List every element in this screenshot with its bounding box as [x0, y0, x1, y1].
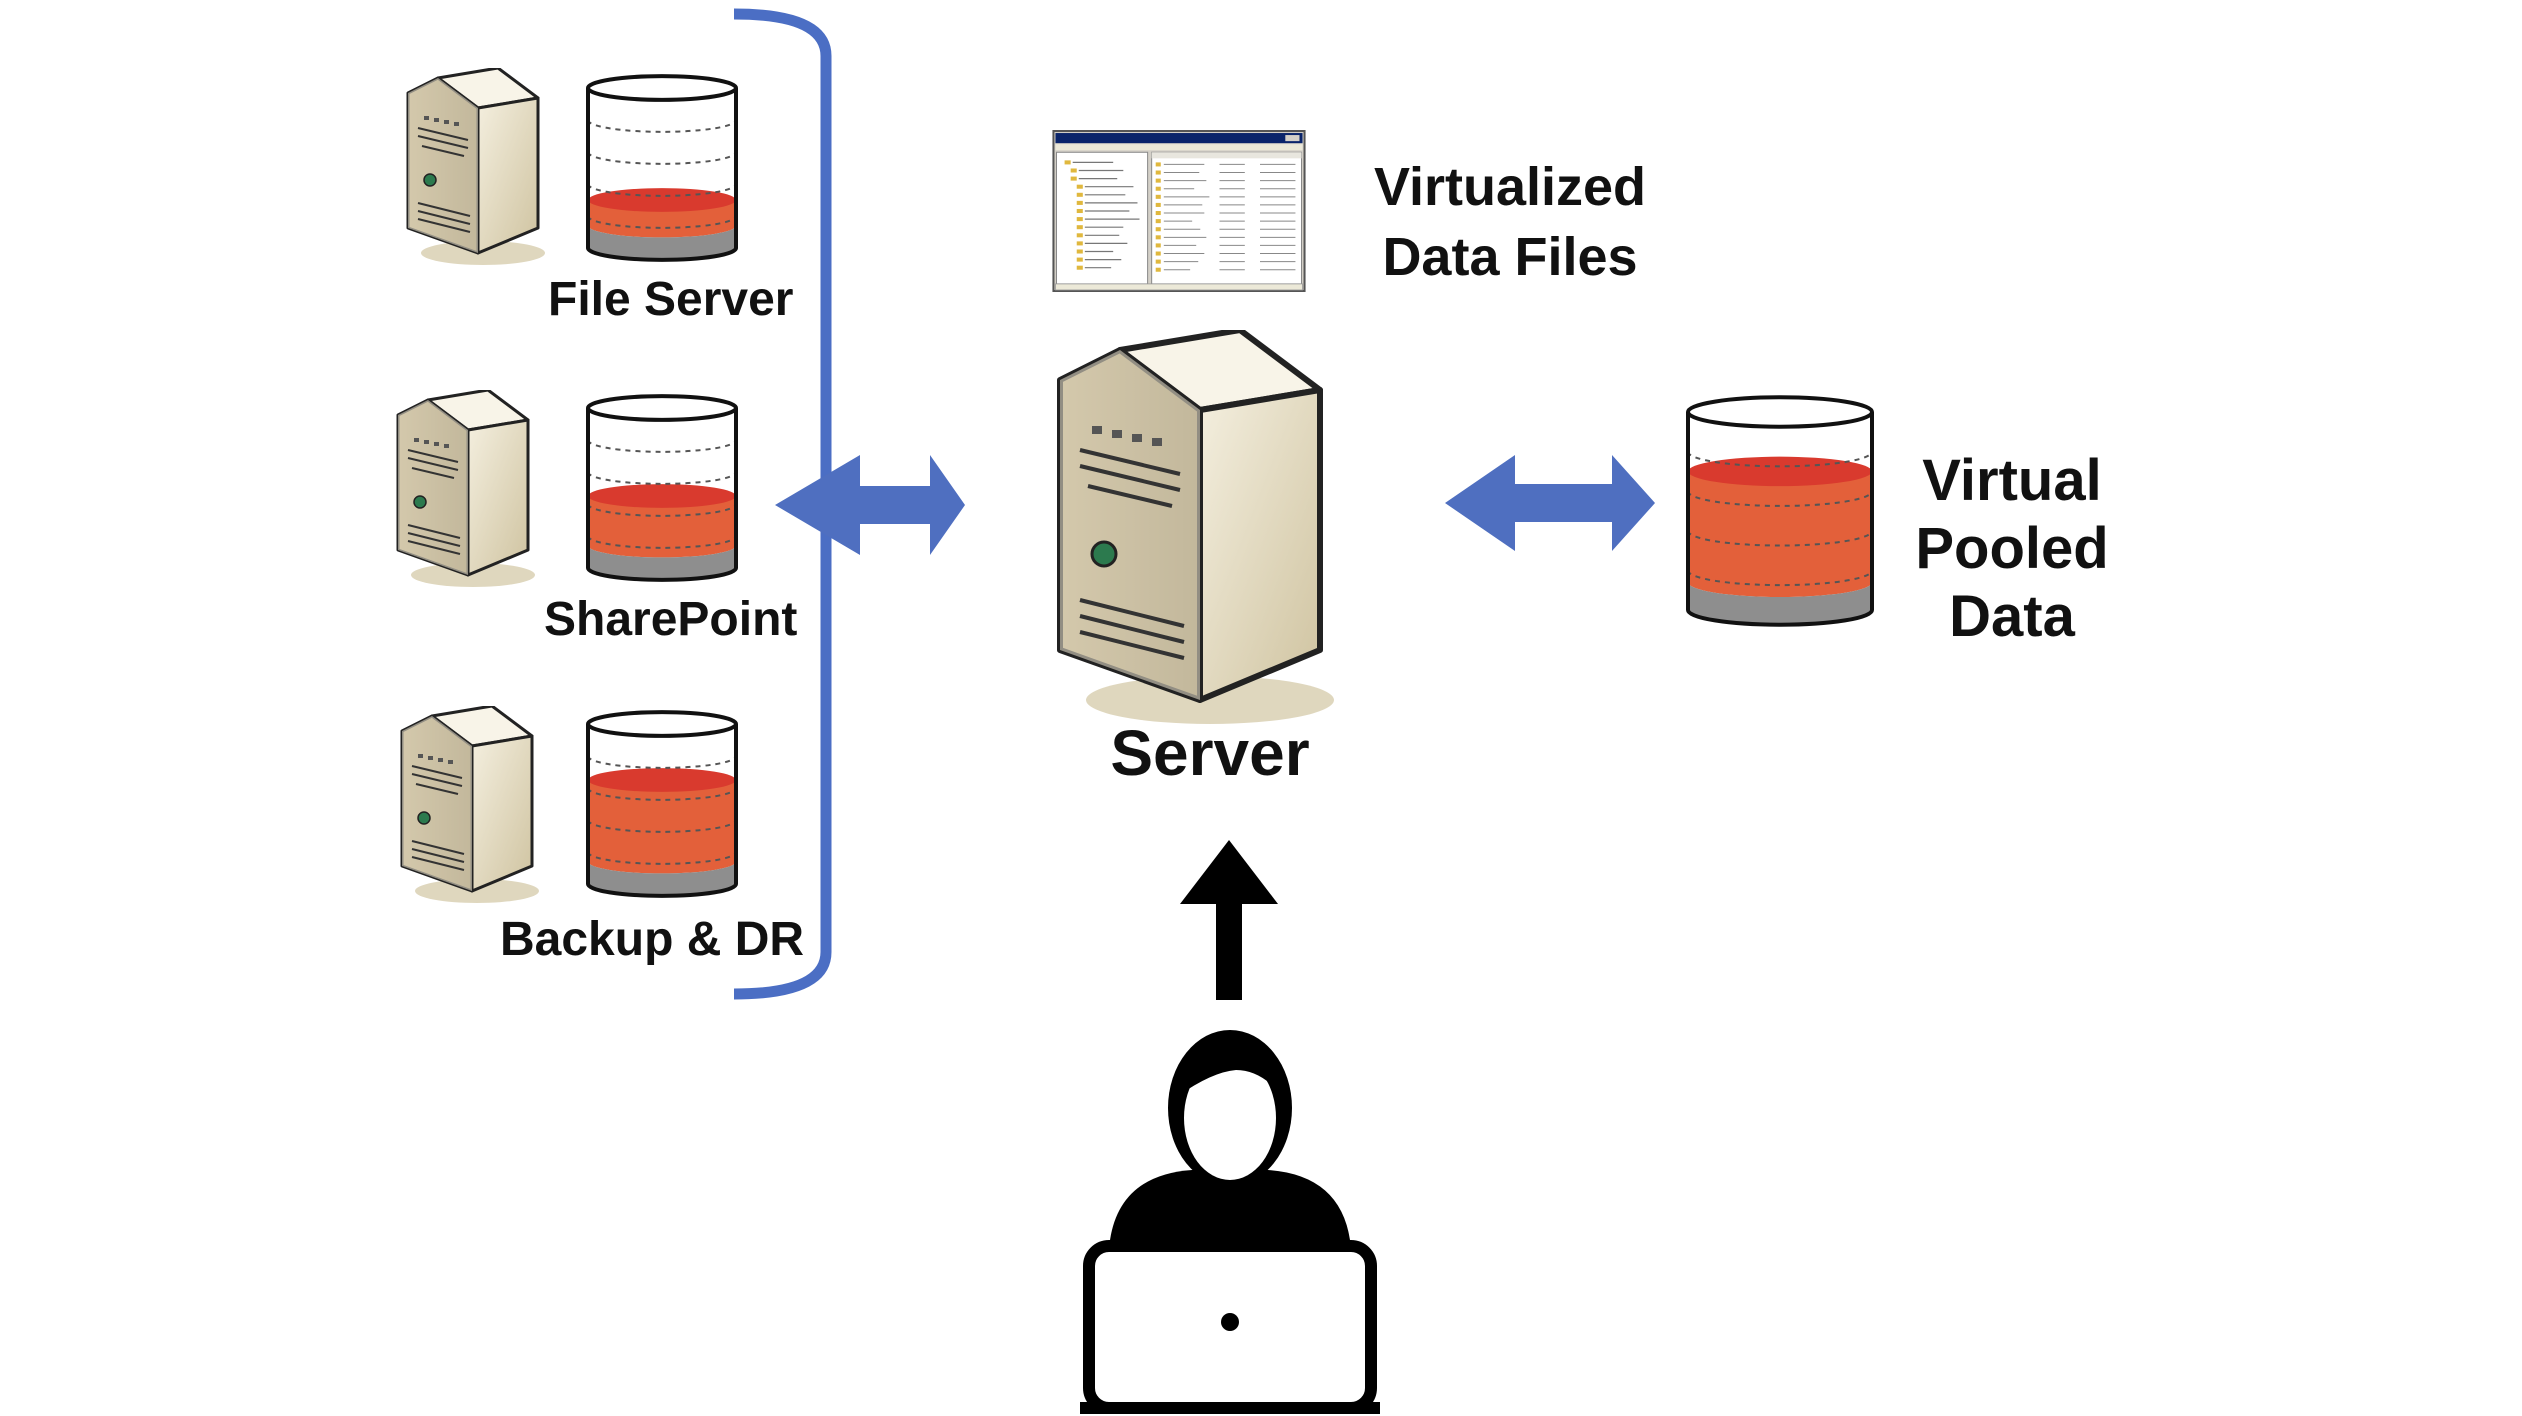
- user-laptop-icon: [1010, 1000, 1450, 1416]
- user-to-server-arrow: [1180, 840, 1278, 1005]
- virtualized-files-label-line1: Virtualized: [1374, 157, 1646, 217]
- file-server-server-icon: [406, 68, 547, 267]
- server-pool-double-arrow: [1445, 455, 1655, 551]
- virtual-pool-label-line2: Pooled: [1915, 516, 2108, 581]
- server-label: Server: [1110, 717, 1309, 789]
- file-server-layer-line: [587, 215, 737, 229]
- virtual-pool-data-surface: [1688, 456, 1872, 487]
- virtual-pool-layer-line: [1687, 451, 1873, 468]
- sharepoint-layer-line: [587, 471, 737, 485]
- backup-dr-layer-line: [587, 755, 737, 769]
- file-server-layer-line: [587, 183, 737, 197]
- backup-dr-layer-line: [587, 819, 737, 833]
- sharepoint-data-surface: [588, 484, 736, 508]
- sharepoint-storage-icon: [586, 394, 738, 582]
- backup-dr-layer-line: [587, 851, 737, 865]
- sharepoint-lid: [586, 394, 738, 422]
- virtual-pool-layer-line: [1687, 530, 1873, 547]
- backup-dr-layer-line: [587, 787, 737, 801]
- file-server-outline: [586, 88, 738, 262]
- virtual-pool-data-fill: [1688, 471, 1872, 598]
- file-server-base: [588, 225, 736, 260]
- virtual-pool-label-line1: Virtual: [1922, 448, 2101, 513]
- virtualized-files-window-icon: [1052, 130, 1306, 292]
- virtualized-files-label-line2: Data Files: [1382, 227, 1637, 287]
- file-server-label: File Server: [548, 273, 793, 326]
- file-server-layer-line: [587, 151, 737, 165]
- virtual-pool-outline: [1686, 412, 1874, 627]
- sharepoint-base: [588, 545, 736, 580]
- backup-dr-storage-icon: [586, 710, 738, 898]
- sharepoint-layer-line: [587, 439, 737, 453]
- virtual-pool-lid: [1686, 395, 1874, 429]
- backup-dr-base: [588, 861, 736, 896]
- virtual-pool-layer-line: [1687, 490, 1873, 507]
- file-server-storage-icon: [586, 74, 738, 262]
- backup-dr-lid: [586, 710, 738, 738]
- backup-dr-data-surface: [588, 768, 736, 792]
- sharepoint-label: SharePoint: [544, 593, 797, 646]
- sources-server-double-arrow: [775, 455, 965, 555]
- backup-dr-label: Backup & DR: [500, 913, 804, 966]
- file-server-lid: [586, 74, 738, 102]
- backup-dr-server-icon: [400, 706, 541, 905]
- file-server-layer-line: [587, 119, 737, 133]
- sharepoint-data-fill: [588, 496, 736, 558]
- virtual-pool-base: [1688, 582, 1872, 625]
- virtual-pool-layer-line: [1687, 570, 1873, 587]
- sharepoint-layer-line: [587, 535, 737, 549]
- sharepoint-outline: [586, 408, 738, 582]
- central-server-icon: [1060, 330, 1334, 724]
- sharepoint-server-icon: [396, 390, 537, 589]
- backup-dr-outline: [586, 724, 738, 898]
- sharepoint-layer-line: [587, 503, 737, 517]
- virtual-pool-label-line3: Data: [1949, 584, 2075, 649]
- backup-dr-data-fill: [588, 780, 736, 874]
- virtual-pool-storage-icon: [1686, 395, 1874, 627]
